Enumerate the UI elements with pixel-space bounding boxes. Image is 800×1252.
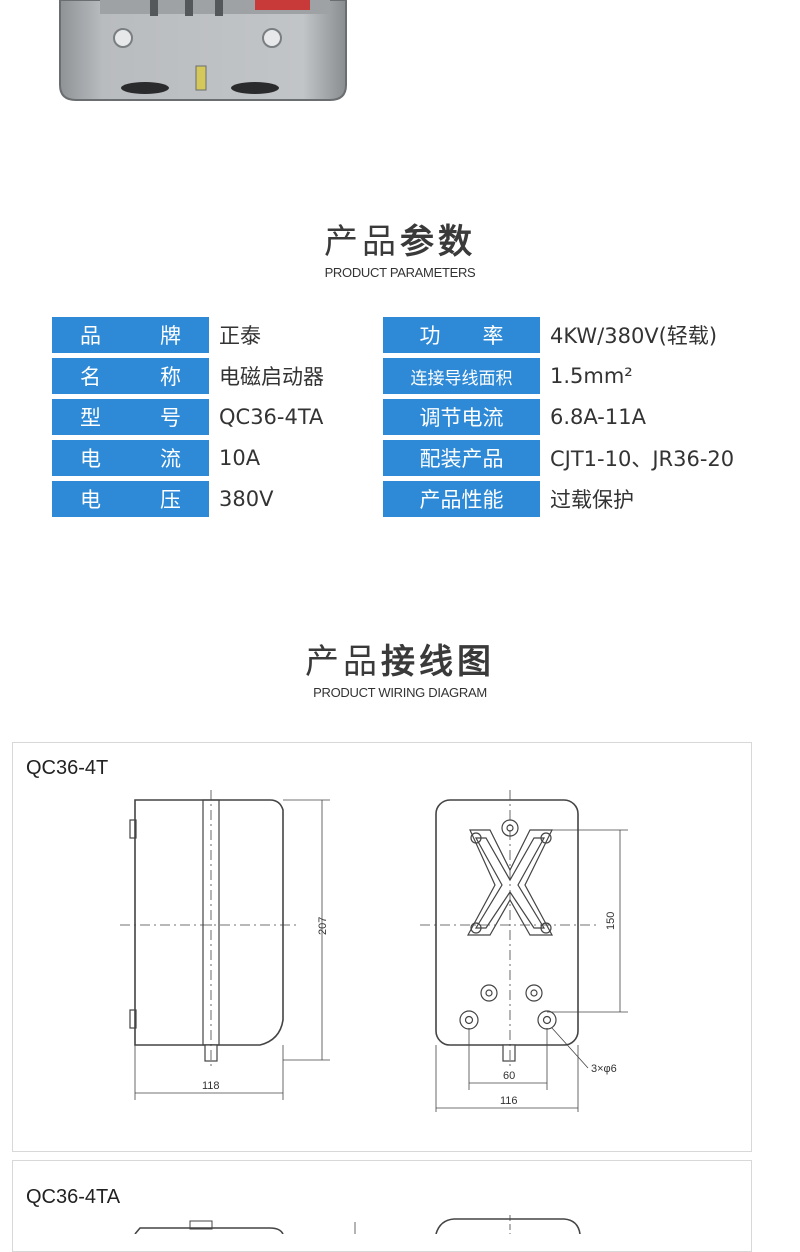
- param-row: 电流 10A 配装产品 CJT1-10、JR36-20: [52, 440, 752, 476]
- front-view: [420, 790, 628, 1112]
- dim-side-width-label: 118: [202, 1080, 220, 1092]
- section-wiring-title: 产品接线图: [0, 634, 800, 683]
- param-row: 型号 QC36-4TA 调节电流 6.8A-11A: [52, 399, 752, 435]
- param-label: 产品性能: [383, 481, 540, 517]
- param-label: 电流: [52, 440, 209, 476]
- dim-hole-spacing-label: 150: [605, 912, 617, 930]
- section-wiring-subtitle: PRODUCT WIRING DIAGRAM: [313, 685, 487, 700]
- param-label: 连接导线面积: [383, 358, 540, 394]
- technical-drawing-qc36-4t: 207 118 150 60 116 3×φ6: [120, 790, 628, 1112]
- product-photo: [59, 0, 347, 101]
- param-value: 380V: [219, 487, 274, 511]
- title-light: 产品: [305, 642, 381, 682]
- side-view: [120, 790, 330, 1100]
- param-row: 名称 电磁启动器 连接导线面积 1.5mm²: [52, 358, 752, 394]
- param-label: 配装产品: [383, 440, 540, 476]
- param-value: 1.5mm²: [550, 364, 633, 388]
- title-bold: 接线图: [381, 642, 495, 682]
- param-label: 名称: [52, 358, 209, 394]
- param-label: 电压: [52, 481, 209, 517]
- param-row: 电压 380V 产品性能 过载保护: [52, 481, 752, 517]
- param-label: 功 率: [383, 317, 540, 353]
- dim-hole-pitch-label: 60: [503, 1070, 515, 1082]
- technical-drawing-qc36-4ta: [134, 1215, 581, 1234]
- title-light: 产品: [324, 222, 400, 262]
- param-value: QC36-4TA: [219, 405, 324, 429]
- param-value: 电磁启动器: [219, 365, 324, 389]
- param-label: 型号: [52, 399, 209, 435]
- param-label: 调节电流: [383, 399, 540, 435]
- diagram-model-label: QC36-4T: [26, 757, 109, 779]
- param-row: 品牌 正泰 功 率 4KW/380V(轻载): [52, 317, 752, 353]
- param-value: 4KW/380V(轻载): [550, 324, 718, 348]
- param-value: CJT1-10、JR36-20: [550, 447, 735, 471]
- title-bold: 参数: [400, 222, 476, 262]
- dim-height-label: 207: [317, 917, 329, 935]
- hole-spec-label: 3×φ6: [591, 1063, 617, 1075]
- diagram-model-label: QC36-4TA: [26, 1186, 121, 1208]
- section-params-header: 产品参数 PRODUCT PARAMETERS: [0, 214, 800, 280]
- section-params-subtitle: PRODUCT PARAMETERS: [324, 265, 476, 280]
- section-params-title: 产品参数: [0, 214, 800, 263]
- section-wiring-header: 产品接线图 PRODUCT WIRING DIAGRAM: [0, 634, 800, 700]
- dim-front-width-label: 116: [500, 1095, 518, 1107]
- param-value: 正泰: [219, 324, 261, 348]
- param-value: 6.8A-11A: [550, 405, 646, 429]
- param-value: 10A: [219, 446, 261, 470]
- param-value: 过载保护: [550, 488, 634, 512]
- param-label: 品牌: [52, 317, 209, 353]
